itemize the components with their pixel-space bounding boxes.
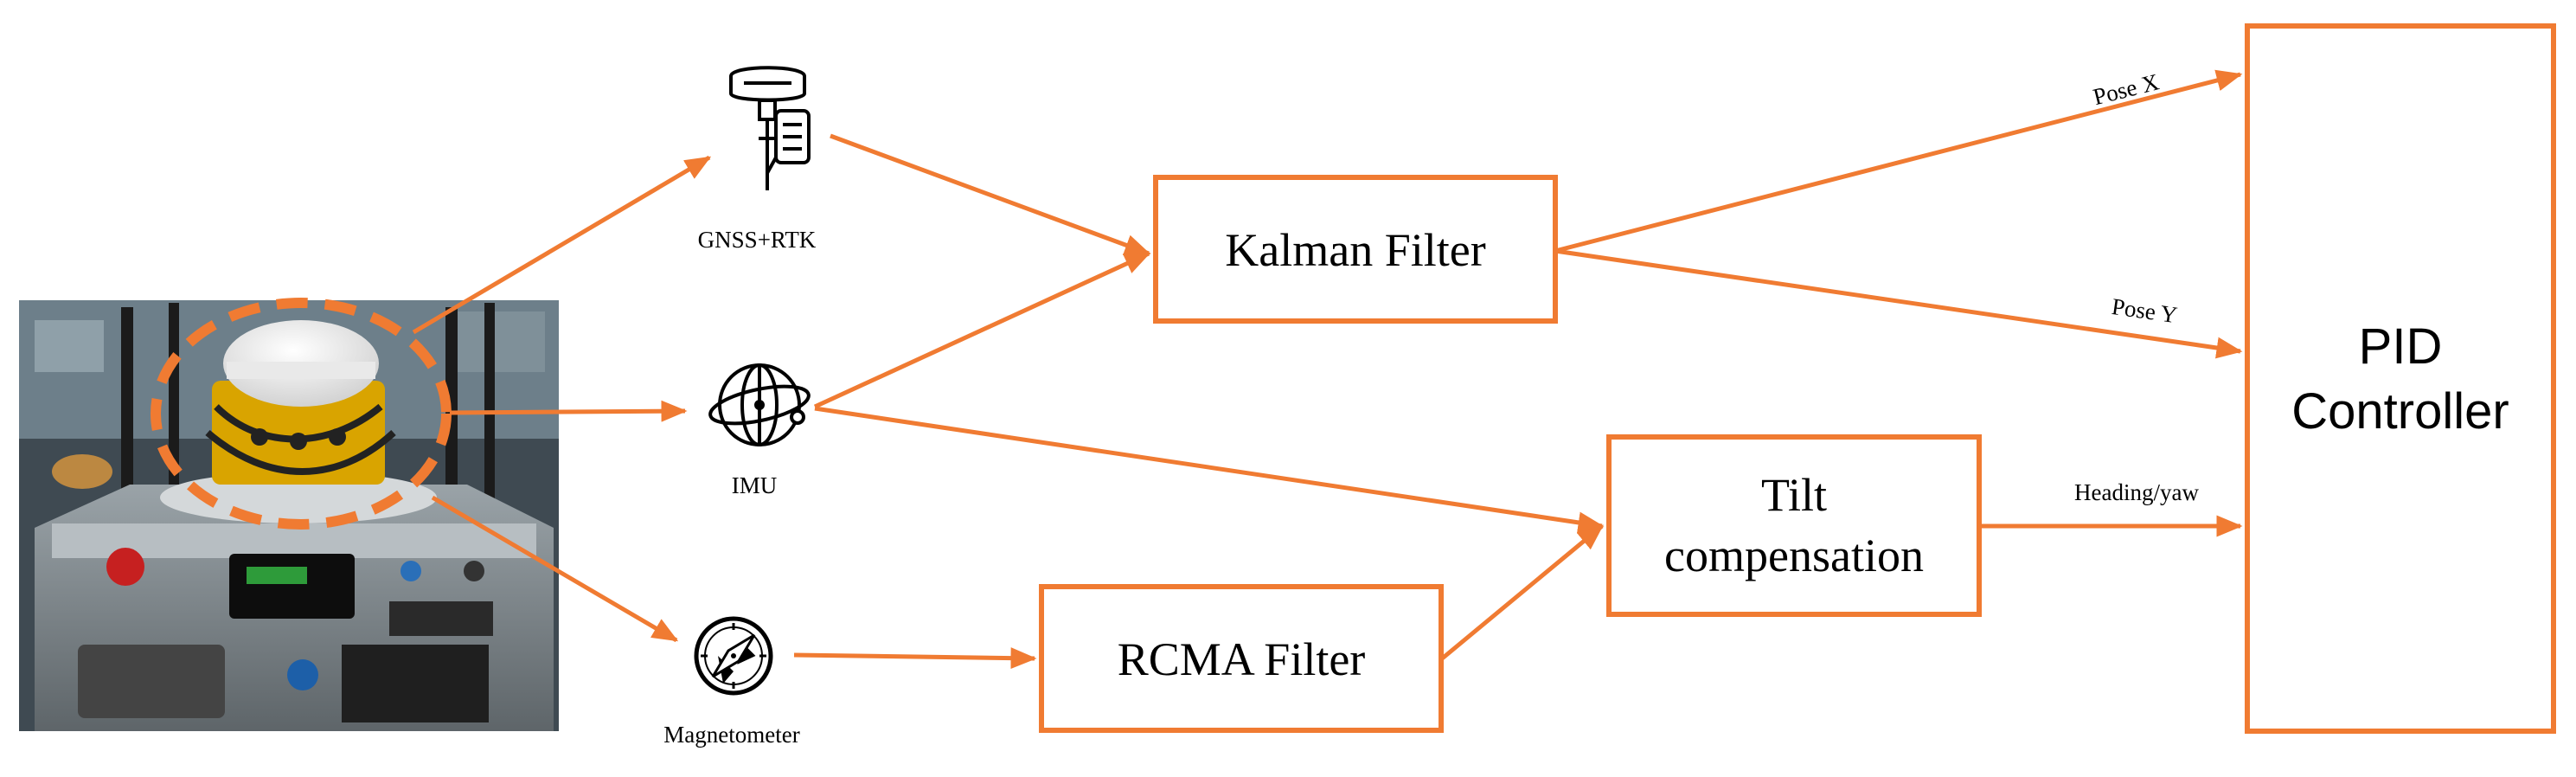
arrow-magnetometer-to-rcma — [793, 647, 1037, 670]
rcma-filter-box — [1039, 584, 1444, 733]
arrow-imu-to-tilt — [814, 406, 1605, 534]
gnss-antenna-icon — [729, 66, 811, 190]
arrow-rcma-to-tilt — [1439, 524, 1604, 661]
arrow-photo-to-imu — [449, 400, 688, 422]
arrow-imu-to-kalman — [813, 251, 1151, 409]
imu-gyroscope-icon — [708, 363, 811, 446]
arrow-kalman-to-pid-y — [1554, 248, 2243, 359]
arrow-photo-to-magnetometer — [431, 495, 679, 643]
arrow-kalman-to-pid-x — [1554, 69, 2243, 254]
arrow-photo-to-gnss — [412, 155, 712, 335]
compass-icon — [694, 616, 773, 696]
gnss-label: GNSS+RTK — [698, 227, 817, 253]
pid-controller-box — [2245, 23, 2556, 734]
rcma-filter-label: RCMA Filter — [1118, 633, 1366, 685]
robot-photo — [19, 298, 559, 731]
kalman-filter-label: Kalman Filter — [1225, 224, 1485, 276]
pid-label-line2: Controller — [2291, 383, 2509, 440]
magnetometer-label: Magnetometer — [663, 722, 799, 748]
tilt-compensation-box — [1606, 434, 1982, 617]
tilt-label-line1: Tilt — [1761, 469, 1827, 521]
heading-yaw-label: Heading/yaw — [2074, 479, 2199, 505]
tilt-label-line2: compensation — [1664, 530, 1924, 581]
arrow-gnss-to-kalman — [830, 133, 1151, 256]
pid-label-line1: PID — [2359, 318, 2443, 375]
imu-label: IMU — [732, 472, 778, 498]
pose-y-label: Pose Y — [2110, 293, 2179, 328]
